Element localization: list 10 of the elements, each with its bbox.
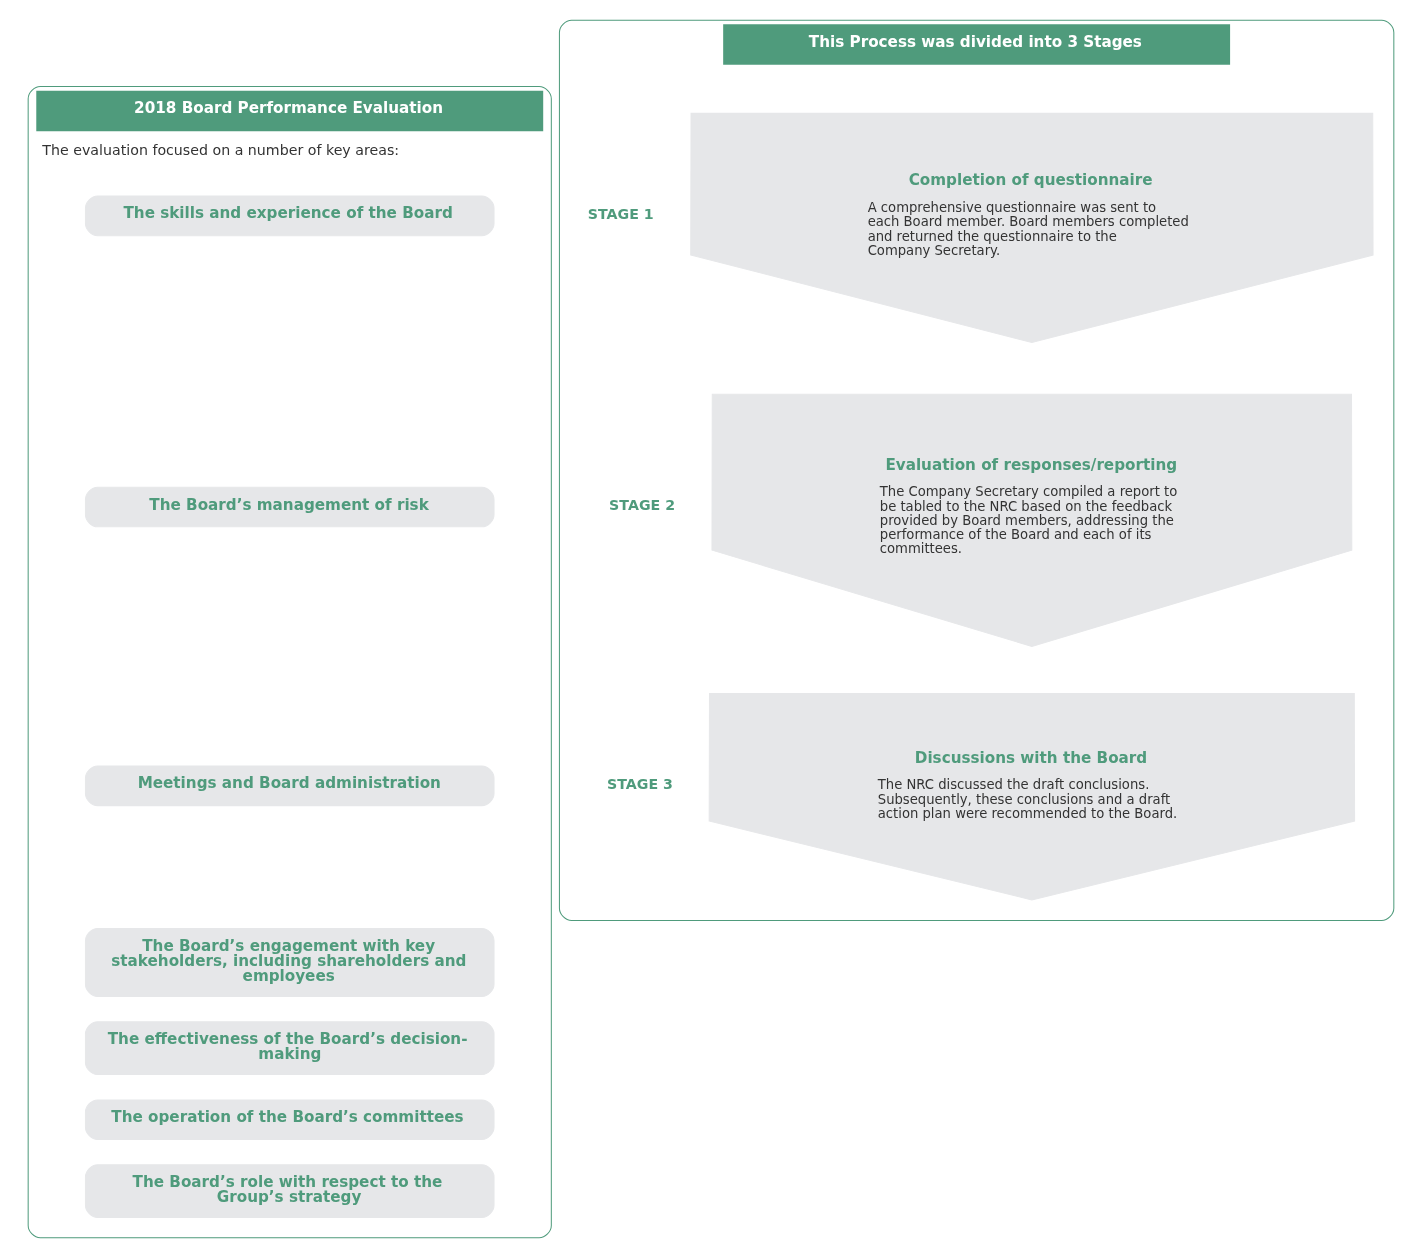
node-box: The Board’s management of risk: [84, 486, 495, 528]
node-label: STAGE 1: [587, 205, 654, 222]
node-box: The Board’s role with respect to the Group’s strategy: [84, 1164, 495, 1218]
node-box: The Board’s engagement with key stakeholders, including shareholders and employees: [84, 928, 495, 997]
node-box: The skills and experience of the Board: [84, 195, 495, 237]
node-label: STAGE 3: [607, 775, 673, 792]
node-box: Meetings and Board administration: [84, 765, 495, 807]
node-box: The effectiveness of the Board’s decision-making: [84, 1021, 495, 1076]
node-label: STAGE 2: [609, 496, 676, 513]
node-box: The operation of the Board’s committees: [84, 1099, 495, 1140]
